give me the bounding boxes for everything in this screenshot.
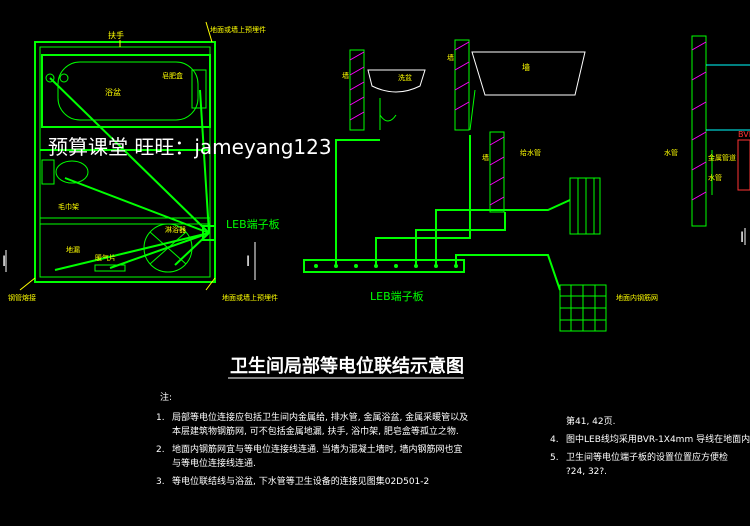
bathtub-outline xyxy=(41,54,211,128)
label-bottom-leb: LEB端子板 xyxy=(370,289,424,303)
note-line: 与等电位连接线连通. xyxy=(172,457,256,469)
conn-wire-5 xyxy=(455,254,561,291)
note-number: 5. xyxy=(550,453,559,463)
label-wall-1: 墙 xyxy=(342,71,349,80)
right-wall-fill xyxy=(691,41,707,201)
label-soap-holder: 皂肥盒 xyxy=(162,71,183,80)
label-leb-box: LEB端子板 xyxy=(226,217,280,231)
label-section-2: I xyxy=(246,254,250,270)
bathroom-plan xyxy=(5,21,256,291)
wall-hatch-3-fill xyxy=(489,136,505,206)
label-section-3: I xyxy=(740,230,744,246)
label-bottom-left: 钢管熔接 xyxy=(8,293,36,302)
wall-hatch-1-fill xyxy=(349,51,365,121)
bond-wire-3 xyxy=(54,232,210,271)
right-wall xyxy=(691,35,707,227)
label-wall-2: 墙 xyxy=(447,53,454,62)
label-wall-3: 墙 xyxy=(522,62,530,72)
label-slab-bottom: 地面或墙上预埋件 xyxy=(222,293,278,302)
label-slab-top: 地面或墙上预埋件 xyxy=(210,25,266,34)
drawing-title: 卫生间局部等电位联结示意图 xyxy=(230,355,464,377)
bond-wire-1 xyxy=(49,77,210,234)
label-right-2: 金属管道 xyxy=(708,153,736,162)
label-metal-pipe: 暖气片 xyxy=(95,253,116,262)
bathtub-valve-icon xyxy=(59,73,69,83)
note-line: ?24, 32?. xyxy=(566,467,607,477)
leader-slab-top xyxy=(205,21,213,43)
note-line: 卫生间等电位端子板的设置位置应方便检 xyxy=(566,451,728,463)
label-rebar-mesh: 地面内钢筋网 xyxy=(616,293,658,302)
notes-right: 第41, 42页. 4. 图中LEB线均采用BVR-1X4mm 导线在地面内 5. 卫生… xyxy=(550,415,750,477)
note-line: 等电位联结线与浴盆, 下水管等卫生设备的连接见图集02D501-2 xyxy=(172,475,429,487)
label-floor-drain: 地漏 xyxy=(66,245,80,254)
note-line: 本层建筑物钢筋网, 可不包括金属地漏, 扶手, 浴巾架, 肥皂盒等孤立之物. xyxy=(172,425,459,437)
label-towel-rack: 毛巾架 xyxy=(58,202,79,211)
bathtub-end-panel xyxy=(191,69,207,109)
notes-block: 注: 1. 局部等电位连接应包括卫生间内金属给, 排水管, 金属浴盆, 金属采暖管… xyxy=(156,391,750,487)
notes-left: 1. 局部等电位连接应包括卫生间内金属给, 排水管, 金属浴盆, 金属采暖管以及本… xyxy=(156,411,468,487)
label-wall-4: 墙 xyxy=(482,153,489,162)
conn-wire-1 xyxy=(335,139,380,266)
radiator-elevation xyxy=(569,177,601,235)
label-handrail-top: 扶手 xyxy=(108,30,124,40)
note-number: 3. xyxy=(156,477,165,487)
rebar-mesh-lines xyxy=(560,285,606,331)
label-shower: 淋浴器 xyxy=(165,225,186,234)
wall-hatch-2 xyxy=(454,39,470,131)
bathtub-elevation xyxy=(471,51,586,96)
note-line: 图中LEB线均采用BVR-1X4mm 导线在地面内 xyxy=(566,433,750,445)
conn-wire-2 xyxy=(375,135,471,266)
label-right-3: 水管 xyxy=(708,173,722,182)
right-red-box xyxy=(737,139,750,191)
conn-wire-4 xyxy=(435,199,571,266)
note-line: 地面内钢筋网宜与等电位连接线连通. 当墙为混凝土墙时, 墙内钢筋网也宜 xyxy=(172,443,462,455)
wall-hatch-2-fill xyxy=(454,41,470,111)
bond-wire-2 xyxy=(64,177,210,234)
label-basin: 洗盆 xyxy=(398,73,412,82)
conn-wire-3 xyxy=(415,212,506,266)
label-water-pipe: 给水管 xyxy=(520,148,541,157)
bond-wire-5 xyxy=(174,232,210,266)
toilet-tank xyxy=(41,159,55,185)
bond-wire-4 xyxy=(109,232,210,269)
drawing-labels: 扶手 地面或墙上预埋件 浴盆 皂肥盒 毛巾架 LEB端子板 地漏 淋浴器 暖气片… xyxy=(2,25,750,303)
wall-hatch-1 xyxy=(349,49,365,131)
basin-trap xyxy=(379,114,397,122)
label-right-1: BVR xyxy=(738,130,750,139)
note-number: 1. xyxy=(156,413,165,423)
radiator-pipe xyxy=(94,264,126,272)
bathtub-drain-icon xyxy=(45,73,55,83)
basin-shape xyxy=(367,69,426,93)
leader-bottom-left xyxy=(19,277,36,291)
label-bathtub: 浴盆 xyxy=(105,87,121,97)
wall-hatch-3 xyxy=(489,131,505,213)
label-section-1: I xyxy=(2,254,6,270)
note-line: 局部等电位连接应包括卫生间内金属给, 排水管, 金属浴盆, 金属采暖管以及 xyxy=(172,411,468,423)
plan-outer-wall xyxy=(34,41,216,283)
note-number: 4. xyxy=(550,435,559,445)
note-line: 第41, 42页. xyxy=(566,415,616,427)
leader-slab-bottom xyxy=(205,277,216,291)
toilet-bowl xyxy=(55,160,89,184)
note-number: 2. xyxy=(156,445,165,455)
leb-bar xyxy=(303,259,465,273)
label-pipe-right: 水管 xyxy=(664,148,678,157)
notes-heading: 注: xyxy=(160,391,172,403)
watermark-text: 预算课堂 旺旺：jameyang123 xyxy=(48,135,332,159)
bathroom-elevation xyxy=(303,35,750,332)
bathtub-basin xyxy=(57,61,199,121)
bathtub-leg xyxy=(469,89,476,131)
bond-wire-6 xyxy=(199,89,210,234)
